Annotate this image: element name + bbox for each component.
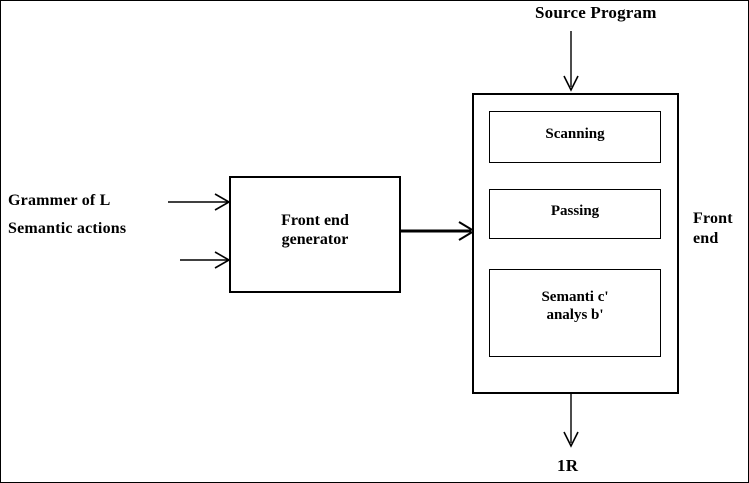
front-end-generator-label: Front end generator: [281, 212, 349, 249]
stage-box-passing: Passing: [489, 189, 661, 239]
stage-box-semantic-analysis: Semanti c' analys b': [489, 269, 661, 357]
stage-label-passing: Passing: [550, 203, 600, 219]
source-program-label: Source Program: [535, 3, 657, 22]
ir-output-label: 1R: [557, 456, 579, 475]
arrow-grammar-to-generator: [168, 189, 232, 215]
arrow-source-program-down: [557, 31, 587, 93]
stage-box-scanning: Scanning: [489, 111, 661, 163]
arrow-frontend-to-ir: [557, 393, 587, 449]
semantic-actions-label: Semantic actions: [8, 220, 127, 237]
front-end-generator-box: Front end generator: [229, 176, 401, 293]
front-end-box: Scanning Passing Semanti c' analys b': [472, 93, 679, 394]
stage-label-scanning: Scanning: [545, 126, 605, 142]
stage-label-semantic-analysis: Semanti c' analys b': [541, 289, 609, 323]
front-end-side-label: Front end: [693, 210, 733, 247]
grammar-of-l-label: Grammer of L: [8, 192, 111, 209]
arrow-semantic-to-generator: [180, 247, 232, 273]
arrow-generator-to-frontend: [401, 218, 477, 244]
